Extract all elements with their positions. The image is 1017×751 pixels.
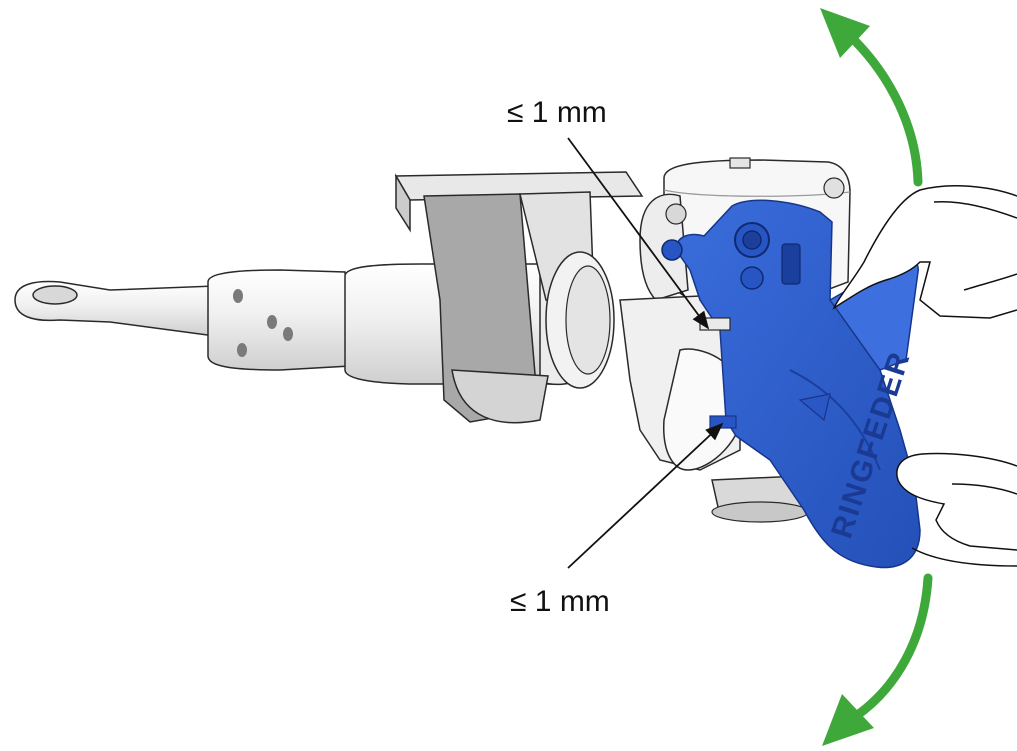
leader-line-top <box>567 137 710 330</box>
drawbar-tube <box>207 269 351 371</box>
hand-lever: RINGFEDER <box>661 199 921 569</box>
collar-ring <box>545 251 615 389</box>
hand-outline-lower <box>896 452 1017 567</box>
gap-label-top: ≤ 1 mm <box>507 96 607 129</box>
hand-outline-upper <box>832 184 1017 319</box>
rotation-arrow-up-icon <box>820 8 923 187</box>
gap-label-bottom: ≤ 1 mm <box>510 585 610 618</box>
rotation-arrow-down-icon <box>822 573 933 746</box>
drawbar-eye <box>14 280 216 337</box>
leader-line-bottom <box>567 422 724 569</box>
